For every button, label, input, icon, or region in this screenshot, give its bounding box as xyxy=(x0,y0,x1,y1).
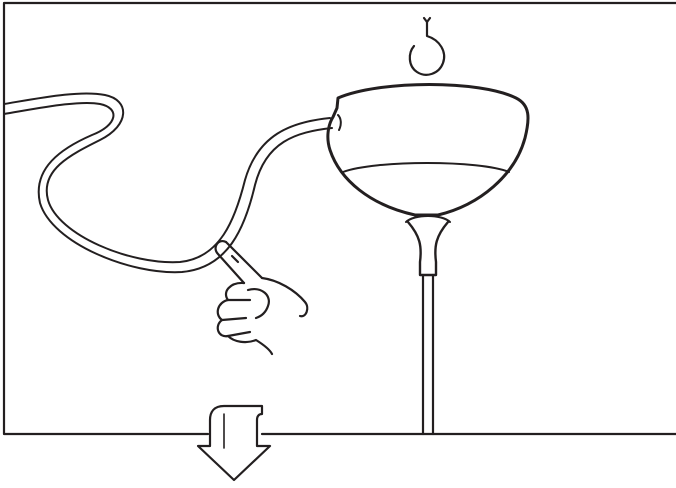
cable xyxy=(3,92,333,274)
frame-outline xyxy=(2,1,676,436)
ceiling-hook-icon xyxy=(408,16,446,76)
canopy-cover xyxy=(326,83,530,277)
down-arrow-icon xyxy=(196,404,272,482)
pointing-hand-icon xyxy=(214,240,309,356)
stem-rod xyxy=(421,273,435,436)
